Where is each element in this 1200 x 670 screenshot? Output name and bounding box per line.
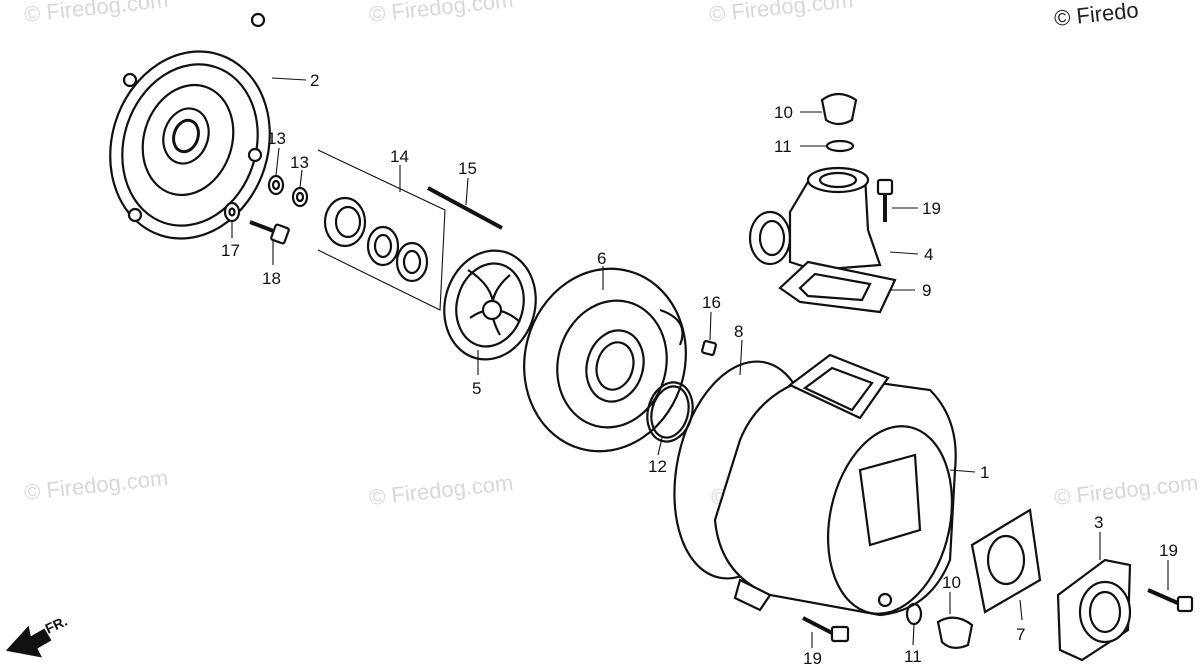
part-2-pump-cover <box>109 12 271 240</box>
part-16-nut <box>701 340 717 356</box>
callout-17: 17 <box>221 241 240 260</box>
callout-2: 2 <box>310 71 319 90</box>
callout-10: 10 <box>774 103 793 122</box>
watermark: © Firedog.com <box>368 470 514 510</box>
callout-4: 4 <box>924 245 933 264</box>
callout-15: 15 <box>458 159 477 178</box>
part-18-bolt <box>249 220 290 245</box>
part-11-o-ring-lower <box>905 602 923 626</box>
callout-6: 6 <box>597 249 606 268</box>
callout-18: 18 <box>262 269 281 288</box>
part-13-seal <box>267 174 309 208</box>
callout-14: 14 <box>390 147 409 166</box>
callout-9: 9 <box>922 281 931 300</box>
callout-7: 7 <box>1016 625 1025 644</box>
part-14-mechanical-seal <box>317 149 446 311</box>
part-5-impeller <box>443 249 537 361</box>
callout-5: 5 <box>472 379 481 398</box>
callouts: 2 13 13 17 18 14 15 5 6 16 8 12 1 3 7 10… <box>221 71 1178 668</box>
callout-8: 8 <box>734 322 743 341</box>
part-10-plug-lower <box>936 616 974 649</box>
watermark: © Firedog.com <box>23 0 169 27</box>
part-15-stud <box>427 186 503 230</box>
watermark: © Firedog.com <box>368 0 514 27</box>
part-17-washer <box>223 201 241 223</box>
part-7-gasket <box>970 508 1042 614</box>
part-6-volute-case <box>523 267 687 453</box>
watermark: © Firedog.com <box>23 465 169 505</box>
leader-lines <box>231 77 1169 648</box>
callout-10-lower: 10 <box>942 573 961 592</box>
part-11-o-ring <box>825 139 855 153</box>
callout-11-lower: 11 <box>904 647 922 666</box>
direction-label: FR. <box>43 613 70 637</box>
front-direction-indicator: FR. <box>5 613 70 658</box>
callout-16: 16 <box>702 293 721 312</box>
callout-13-second: 13 <box>290 153 309 172</box>
part-1-pump-casing <box>713 353 957 617</box>
callout-1: 1 <box>980 463 989 482</box>
watermark-top-right: © Firedo <box>1053 0 1140 31</box>
part-10-plug <box>820 92 858 126</box>
callout-19: 19 <box>922 199 941 218</box>
callout-19-lower: 19 <box>803 649 822 668</box>
watermark: © Firedog.com <box>708 0 854 27</box>
watermark: © Firedog.com <box>1053 470 1199 510</box>
callout-12: 12 <box>648 457 667 476</box>
callout-13: 13 <box>267 129 286 148</box>
part-19-bolt <box>802 178 1194 643</box>
callout-11: 11 <box>774 137 792 156</box>
part-9-gasket <box>778 260 897 314</box>
part-3-cover <box>1056 558 1132 662</box>
part-4-outlet-elbow <box>748 166 882 272</box>
callout-3: 3 <box>1094 513 1103 532</box>
callout-19-right: 19 <box>1159 541 1178 560</box>
